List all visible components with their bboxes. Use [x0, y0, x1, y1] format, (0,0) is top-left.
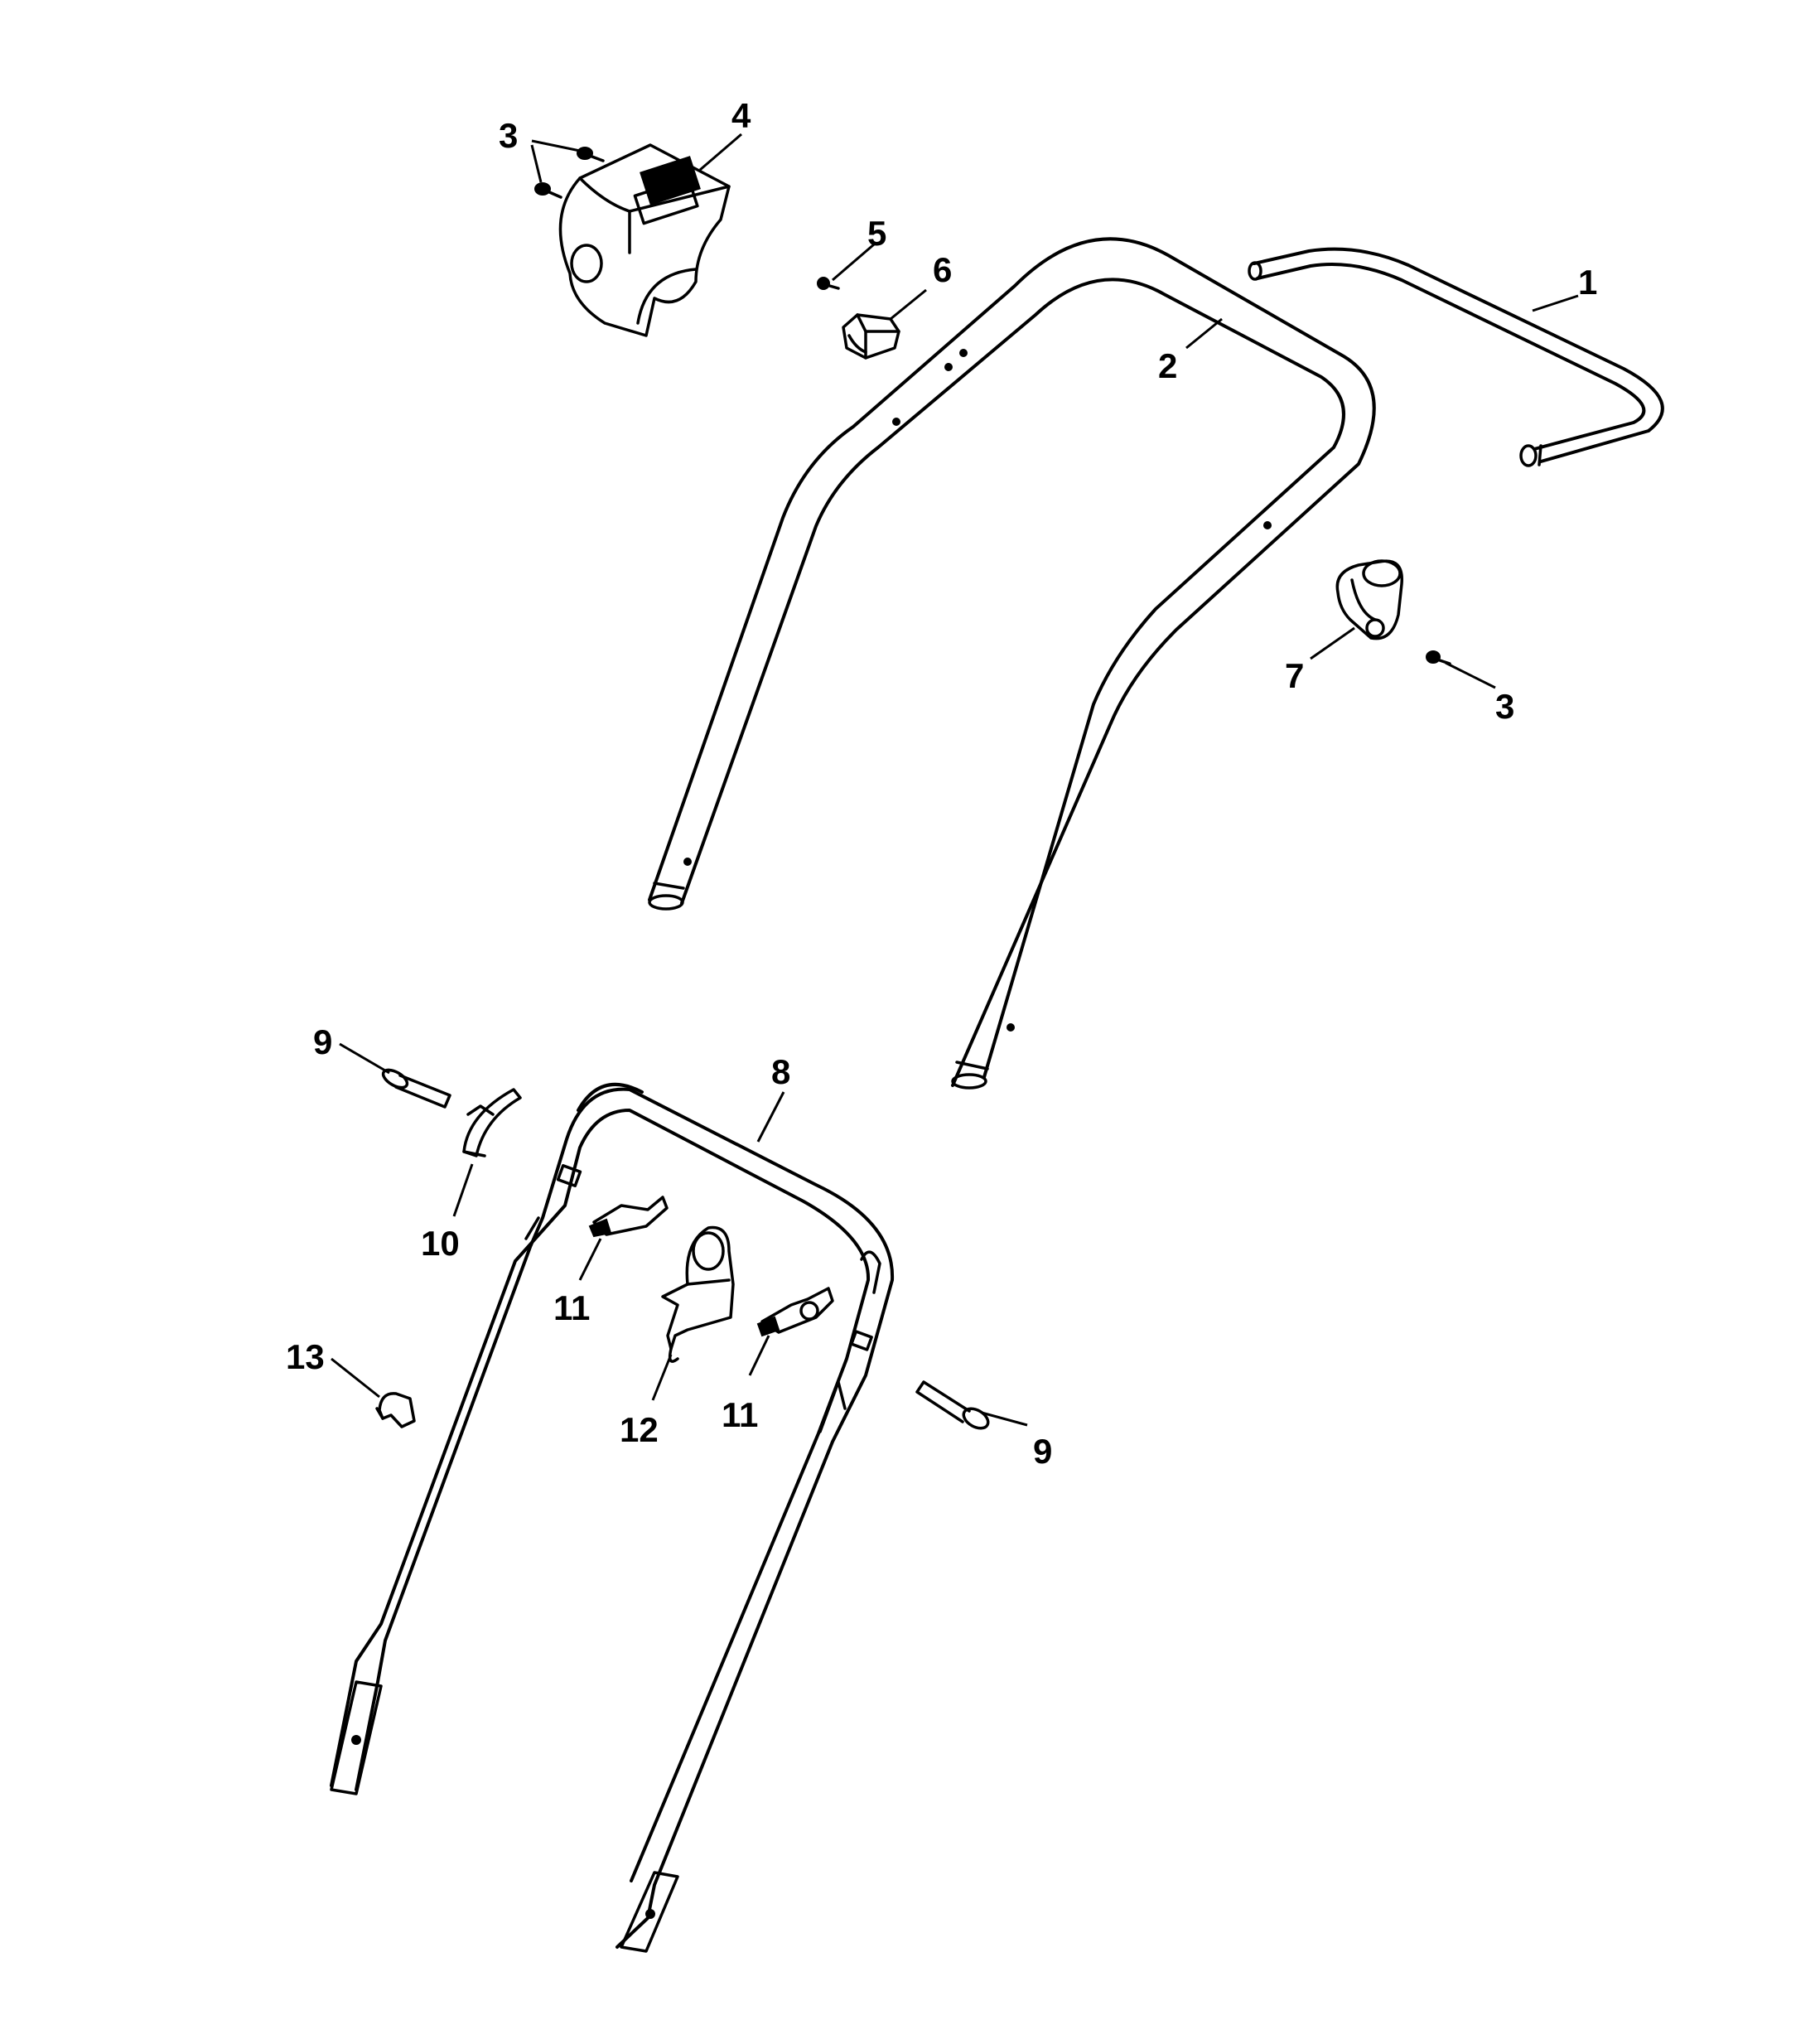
- screw-3a-lower: [534, 182, 562, 199]
- callout-9-right: 9: [1033, 1432, 1052, 1471]
- callout-labels: 1 2 3 4 5 6 7 3 8 9 9 10 11 11 12 13: [286, 96, 1597, 1471]
- callout-10: 10: [421, 1224, 460, 1263]
- callout-7: 7: [1285, 656, 1304, 695]
- callout-1: 1: [1578, 263, 1597, 302]
- bolt-9-right: [915, 1380, 990, 1430]
- callout-8: 8: [771, 1052, 790, 1091]
- callout-2: 2: [1158, 346, 1177, 385]
- upper-handle-2: [648, 237, 1376, 1090]
- screw-5: [817, 277, 840, 290]
- cable-clip-6: [842, 313, 900, 360]
- bail-bar-1: [1248, 247, 1664, 467]
- callout-6: 6: [933, 250, 952, 289]
- leader-lines: [331, 133, 1579, 1427]
- callout-3-right: 3: [1495, 687, 1514, 726]
- bolt-9-left: [381, 1068, 451, 1109]
- bracket-10: [462, 1088, 522, 1157]
- screw-3b: [1426, 650, 1451, 665]
- callout-12: 12: [620, 1410, 659, 1449]
- callout-3-upper: 3: [499, 116, 518, 155]
- callout-5: 5: [867, 214, 886, 253]
- callout-13: 13: [286, 1337, 325, 1376]
- clamp-7: [1335, 559, 1403, 640]
- switch-box-housing: [558, 143, 731, 337]
- callout-11-right: 11: [722, 1395, 758, 1434]
- latch-11-right: [756, 1287, 834, 1337]
- latch-11-left: [588, 1196, 669, 1238]
- lower-handle-8: [330, 1082, 895, 1953]
- cable-guide-12: [661, 1225, 735, 1363]
- callout-9-left: 9: [313, 1022, 332, 1061]
- callout-4: 4: [731, 96, 751, 135]
- clip-13: [375, 1392, 416, 1428]
- screw-3a-upper: [577, 147, 605, 162]
- callout-11-left: 11: [553, 1288, 590, 1327]
